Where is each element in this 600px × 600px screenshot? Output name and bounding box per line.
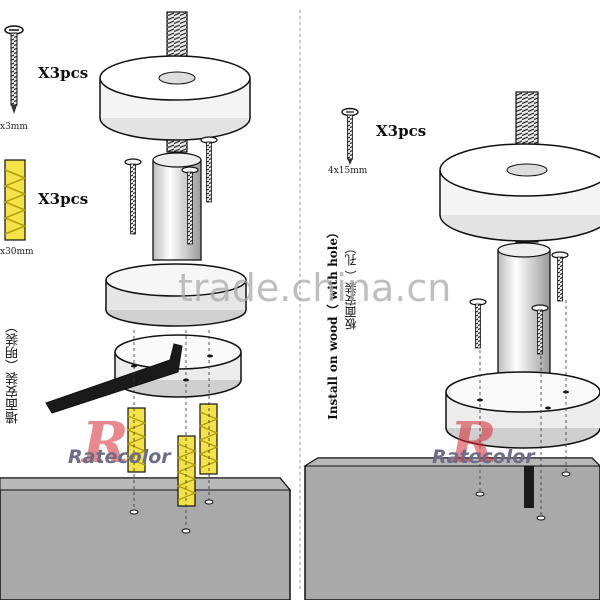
- right-screw-3: [531, 304, 549, 355]
- left-lower-flange: [105, 263, 247, 327]
- right-hole-2: [536, 515, 546, 521]
- legend-wood-screw: [4, 25, 24, 114]
- right-hole-3: [561, 471, 571, 477]
- left-anchor-2: [198, 403, 219, 475]
- right-screw-2: [469, 298, 487, 349]
- right-guide-lines: [479, 300, 567, 516]
- left-hole-2: [181, 528, 191, 534]
- right-screw-qty: X3pcs: [376, 122, 427, 140]
- left-hole-1: [129, 509, 139, 515]
- right-vertical-caption-en: Install on wood（ with hole）: [326, 226, 340, 420]
- right-brand-mark: R: [450, 410, 497, 476]
- left-top-flange: [99, 55, 251, 141]
- left-cylinder: [152, 152, 202, 261]
- left-hole-3: [204, 499, 214, 505]
- watermark-text: trade.china.cn: [178, 266, 452, 310]
- left-screw-2: [181, 166, 199, 245]
- right-screw-1: [551, 251, 569, 302]
- right-top-flange: [439, 143, 600, 242]
- hex-key: [45, 343, 183, 414]
- right-wood-block: [303, 457, 600, 600]
- left-screw-qty: X3pcs: [38, 64, 89, 82]
- right-screw-size: 4x15mm: [328, 166, 368, 176]
- left-guide-lines: [133, 330, 210, 529]
- legend-anchor: [2, 159, 28, 241]
- left-brand-name: Ratecolor: [68, 446, 171, 468]
- left-wall-block: [0, 477, 292, 600]
- right-brand-name: Ratecolor: [432, 446, 535, 468]
- left-screw-3: [200, 136, 218, 203]
- left-brand-mark: R: [82, 410, 129, 476]
- legend-small-screw: [341, 107, 359, 165]
- left-screw-size: x3mm: [0, 122, 28, 132]
- left-anchor-qty: X3pcs: [38, 190, 89, 208]
- left-anchor-1: [126, 407, 147, 473]
- left-screw-1: [124, 158, 142, 235]
- right-hole-1: [475, 491, 485, 497]
- left-anchor-3: [176, 435, 197, 507]
- left-vertical-caption: 墙面安装（明装）: [6, 320, 21, 424]
- left-anchor-size: x30mm: [0, 247, 34, 257]
